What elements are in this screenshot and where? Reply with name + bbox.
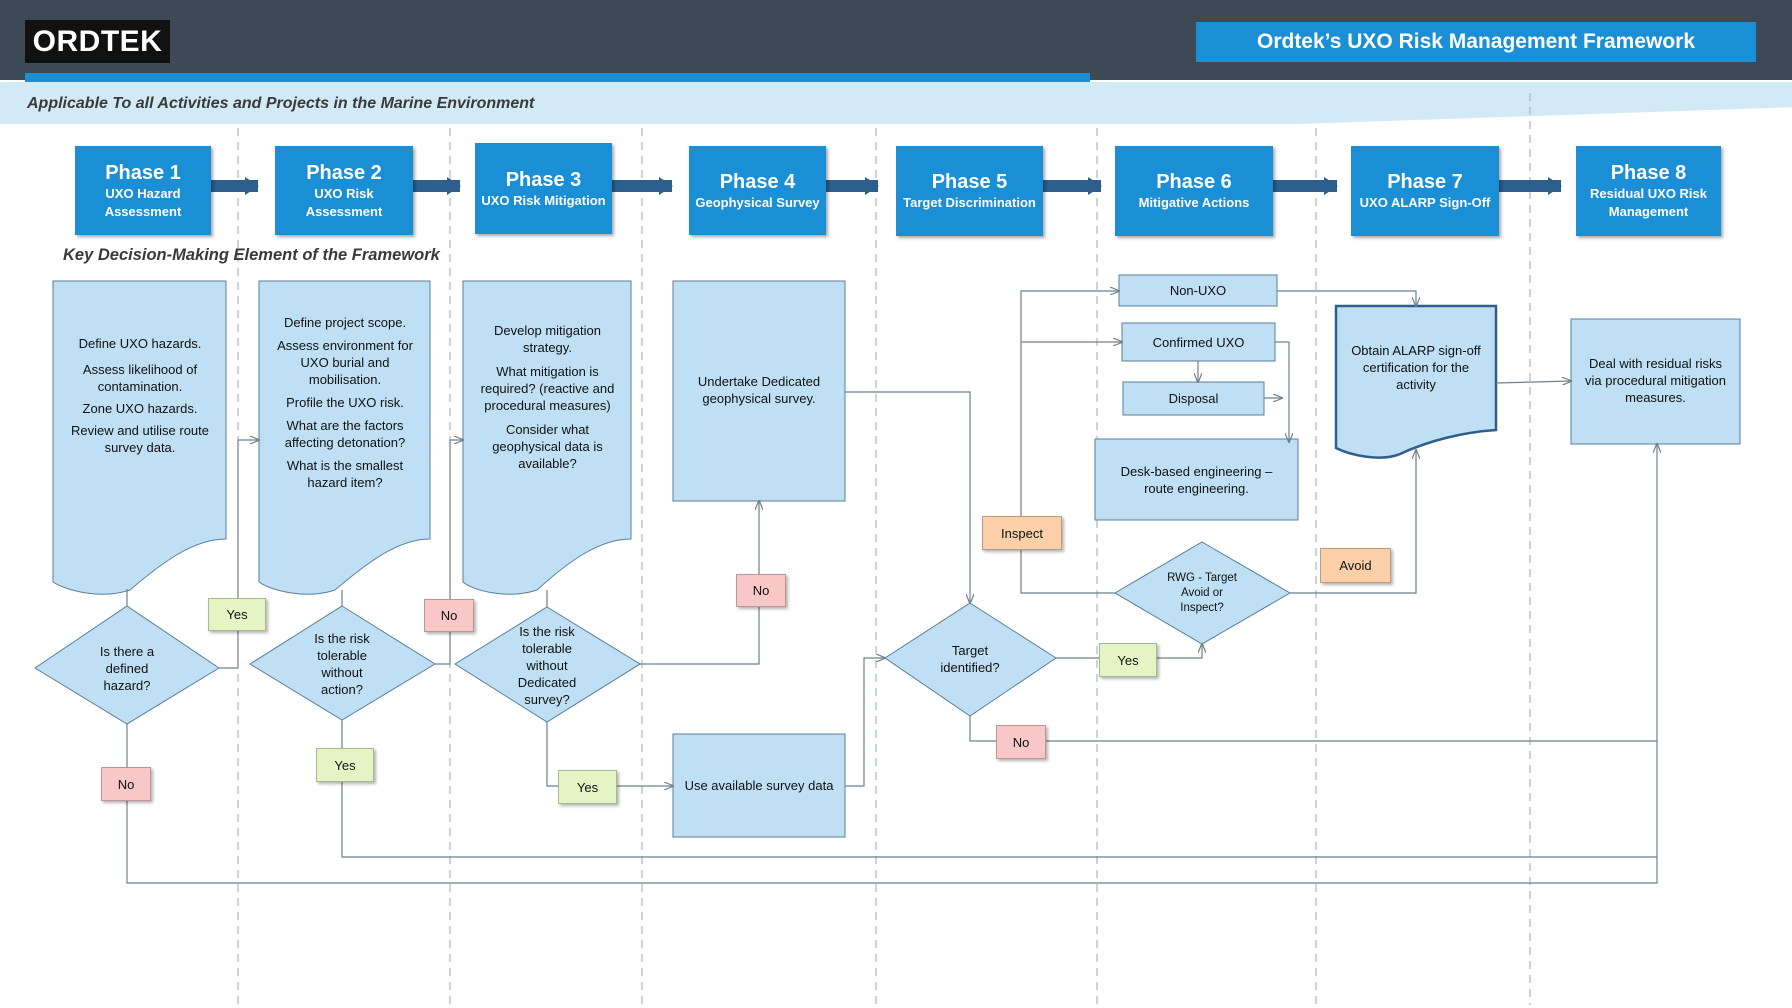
decision-text-2: Is the risk tolerable without action? xyxy=(314,631,370,697)
survey-box xyxy=(672,280,846,502)
doc-text-1: Define UXO hazards. Assess likelihood of… xyxy=(60,335,220,456)
phase-5-desc: Target Discrimination xyxy=(903,195,1036,210)
decision-text-3: Is the risk tolerable without Dedicated … xyxy=(517,623,577,707)
disposal-text: Disposal xyxy=(1168,391,1219,406)
yes-label-1: Yes xyxy=(208,598,266,631)
residual-text: Deal with residual risks via procedural … xyxy=(1585,355,1726,405)
yes-label-5: Yes xyxy=(1099,643,1157,677)
phase-8-title: Phase 8 xyxy=(1610,162,1687,184)
doc-2-line-1: Define project scope. xyxy=(283,315,407,330)
avoid-label: Avoid xyxy=(1320,548,1391,583)
no-label-1: No xyxy=(101,767,151,801)
doc-1-line-1: Define UXO hazards. xyxy=(78,336,202,351)
phase-7-desc: UXO ALARP Sign-Off xyxy=(1359,195,1491,210)
ordtek-logo: ORDTEK xyxy=(25,20,170,63)
phase-6-box: Phase 6 Mitigative Actions xyxy=(1115,146,1273,236)
doc-2-line-4: What are the factors affecting detonatio… xyxy=(284,418,406,450)
phase-8-box: Phase 8 Residual UXO Risk Management xyxy=(1576,146,1721,236)
key-label: Key Decision-Making Element of the Frame… xyxy=(63,246,440,264)
confirmed-uxo-text: Confirmed UXO xyxy=(1152,334,1245,350)
decision-text-1: Is there a defined hazard? xyxy=(99,643,155,693)
doc-2-line-5: What is the smallest hazard item? xyxy=(286,458,404,490)
phase-4-box: Phase 4 Geophysical Survey xyxy=(689,146,826,235)
available-box xyxy=(672,733,846,838)
desk-box xyxy=(1094,438,1299,521)
phase-8-desc: Residual UXO Risk Management xyxy=(1589,186,1708,219)
desk-text: Desk-based engineering – route engineeri… xyxy=(1120,464,1273,496)
phase-1-title: Phase 1 xyxy=(105,161,181,184)
doc-shape-2 xyxy=(258,280,431,595)
doc-shape-3 xyxy=(462,280,632,595)
doc-1-line-2: Assess likelihood of contamination. xyxy=(82,362,198,394)
phase-3-box: Phase 3 UXO Risk Mitigation xyxy=(475,143,612,234)
phase-4-title: Phase 4 xyxy=(719,170,796,193)
non-uxo-text: Non-UXO xyxy=(1169,283,1227,298)
doc-1-line-4: Review and utilise route survey data. xyxy=(70,423,210,455)
no-label-5: No xyxy=(996,725,1046,759)
subtitle-band xyxy=(0,82,1792,124)
decision-text-5: Target identified? xyxy=(940,643,1000,675)
doc-text-7: Obtain ALARP sign-off certification for … xyxy=(1351,343,1481,392)
accent-line xyxy=(25,73,1090,82)
phase-4-desc: Geophysical Survey xyxy=(695,194,820,210)
phase-1-box: Phase 1 UXO Hazard Assessment xyxy=(75,146,211,235)
phase-7-box: Phase 7 UXO ALARP Sign-Off xyxy=(1351,146,1499,236)
phase-2-title: Phase 2 xyxy=(306,161,382,184)
doc-3-line-1: Develop mitigation strategy. xyxy=(494,323,601,355)
phase-3-title: Phase 3 xyxy=(505,168,582,191)
no-label-2: No xyxy=(424,599,474,632)
page-title: Ordtek’s UXO Risk Management Framework xyxy=(1196,22,1756,62)
non-uxo-box xyxy=(1118,274,1278,307)
phase-3-desc: UXO Risk Mitigation xyxy=(481,192,606,208)
doc-text-3: Develop mitigation strategy. What mitiga… xyxy=(475,322,620,472)
doc-3-line-3: Consider what geophysical data is availa… xyxy=(492,422,603,471)
phase-5-box: Phase 5 Target Discrimination xyxy=(896,146,1043,236)
doc-1-line-3: Zone UXO hazards. xyxy=(82,401,198,416)
doc-2-line-2: Assess environment for UXO burial and mo… xyxy=(277,338,413,387)
doc-shape-1 xyxy=(52,280,227,595)
connectors xyxy=(126,291,1657,884)
doc-text-2: Define project scope. Assess environment… xyxy=(266,314,424,491)
decision-text-6: RWG - Target Avoid or Inspect? xyxy=(1167,571,1237,614)
phase-1-desc: UXO Hazard Assessment xyxy=(104,185,182,219)
residual-box xyxy=(1570,318,1741,445)
available-text: Use available survey data xyxy=(684,777,834,793)
doc-shape-7 xyxy=(1334,304,1498,459)
confirmed-uxo-box xyxy=(1121,322,1276,362)
phase-7-title: Phase 7 xyxy=(1387,171,1463,193)
page-subtitle: Applicable To all Activities and Project… xyxy=(27,95,535,112)
phase-2-desc: UXO Risk Assessment xyxy=(305,185,383,219)
phase-2-box: Phase 2 UXO Risk Assessment xyxy=(275,146,413,235)
yes-label-3: Yes xyxy=(558,770,617,804)
doc-3-line-2: What mitigation is required? (reactive a… xyxy=(480,364,615,413)
inspect-label: Inspect xyxy=(982,516,1062,550)
phase-6-desc: Mitigative Actions xyxy=(1138,195,1250,210)
survey-text: Undertake Dedicated geophysical survey. xyxy=(697,374,821,406)
phase-5-title: Phase 5 xyxy=(931,171,1008,193)
doc-2-line-3: Profile the UXO risk. xyxy=(286,395,404,410)
yes-label-2: Yes xyxy=(316,748,374,782)
disposal-box xyxy=(1122,381,1265,416)
no-label-3: No xyxy=(736,574,786,607)
phase-6-title: Phase 6 xyxy=(1156,171,1232,193)
